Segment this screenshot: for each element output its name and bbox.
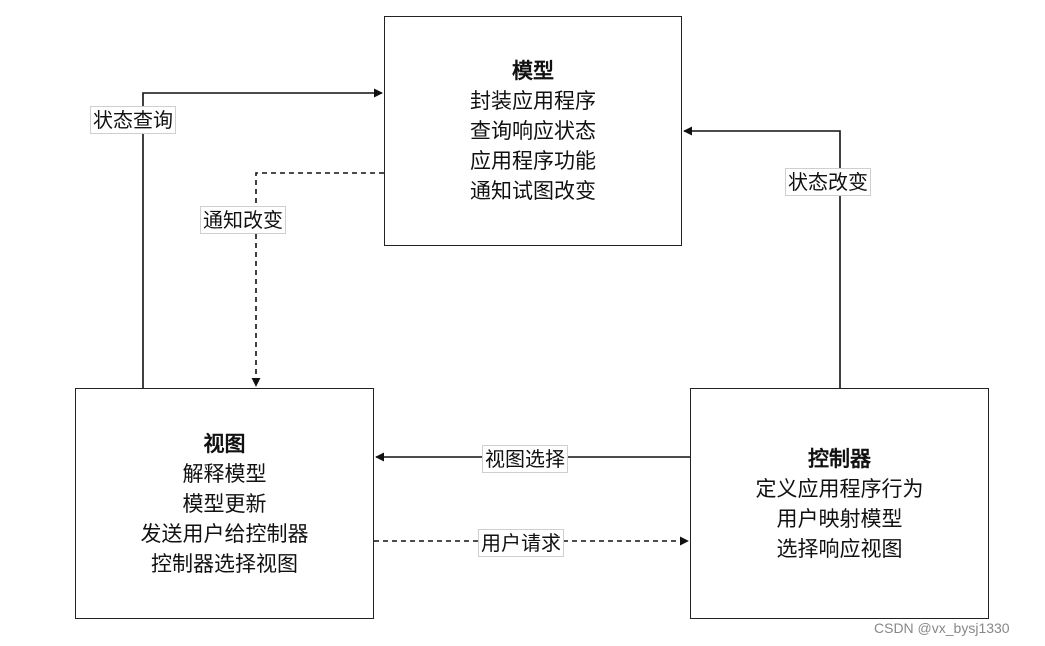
view-line: 控制器选择视图	[151, 551, 298, 576]
notify-change-label: 通知改变	[200, 206, 286, 234]
view-line: 解释模型	[182, 461, 267, 486]
watermark: CSDN @vx_bysj1330	[874, 620, 1010, 636]
status-query-label: 状态查询	[90, 106, 176, 134]
status-change-label: 状态改变	[785, 168, 871, 196]
model-title: 模型	[512, 59, 554, 83]
model-box: 模型 封装应用程序 查询响应状态 应用程序功能 通知试图改变	[384, 16, 682, 246]
notify-change-arrow	[251, 172, 384, 387]
model-line: 查询响应状态	[470, 119, 596, 143]
controller-box: 控制器 定义应用程序行为 用户映射模型 选择响应视图	[690, 388, 989, 619]
view-title: 视图	[203, 431, 246, 456]
view-box: 视图 解释模型 模型更新 发送用户给控制器 控制器选择视图	[75, 388, 374, 619]
view-line: 发送用户给控制器	[140, 521, 309, 546]
status-query-arrow	[142, 88, 383, 388]
user-request-label: 用户请求	[478, 529, 564, 557]
controller-line: 定义应用程序行为	[755, 476, 924, 501]
status-change-arrow	[683, 126, 841, 388]
view-line: 模型更新	[182, 491, 267, 516]
controller-line: 用户映射模型	[776, 506, 903, 531]
model-line: 封装应用程序	[470, 89, 596, 113]
controller-title: 控制器	[808, 446, 871, 471]
controller-line: 选择响应视图	[776, 536, 903, 561]
model-line: 应用程序功能	[470, 149, 596, 173]
view-select-label: 视图选择	[482, 445, 568, 473]
model-line: 通知试图改变	[470, 179, 596, 203]
